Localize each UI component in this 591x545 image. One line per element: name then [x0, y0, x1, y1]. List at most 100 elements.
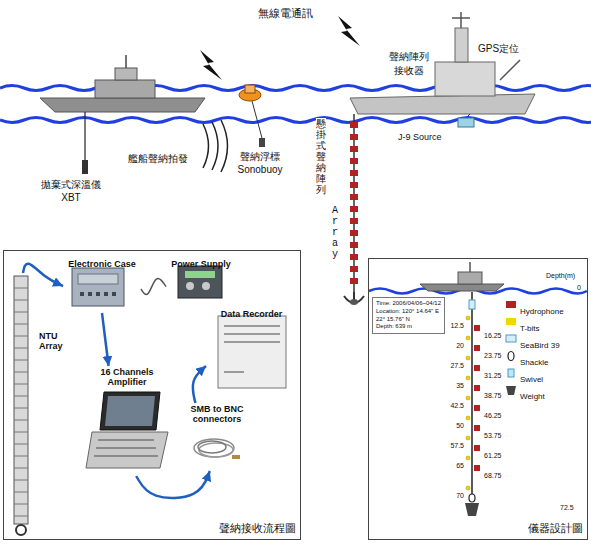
- panel-caption: 儀器設計圖: [528, 521, 583, 536]
- depth-label: 65: [456, 462, 464, 469]
- equipment-unit: Electronic Case: [63, 253, 141, 313]
- legend-row: Weight: [506, 385, 545, 403]
- axis-title: Depth(m): [546, 272, 575, 279]
- legend-row: Hydrophone: [506, 300, 564, 318]
- label-holder: 31.25: [484, 364, 502, 382]
- label-holder: 拋棄式深溫儀 XBT: [38, 178, 104, 205]
- ship-superstructure: [458, 272, 482, 284]
- label-holder: 61.25: [484, 444, 502, 462]
- sonobuoy-hydrophone: [259, 138, 265, 147]
- info-text: Location: 120° 14.64" E: [376, 308, 441, 316]
- depth-label: 16.25: [484, 332, 502, 339]
- ship-mast: [452, 12, 520, 80]
- legend-weight-symbol: [506, 386, 516, 395]
- text-holder: SMB to BNC connectors: [181, 404, 253, 426]
- text-holder: 22° 15.76" N: [376, 316, 441, 324]
- radio-bolt: [338, 16, 360, 46]
- ntu-array-ticks: [14, 288, 28, 516]
- sea-wave: [0, 118, 591, 123]
- ship-hull: [420, 284, 504, 291]
- legend-text: T-bits: [520, 324, 540, 333]
- label-holder: 無線電通訊: [258, 3, 313, 21]
- legend-swivel-symbol: [508, 369, 514, 377]
- laptop-keyboard: [86, 432, 168, 468]
- ship-hull: [40, 98, 205, 112]
- j9-source: [458, 118, 474, 127]
- ntu-array-bar: [14, 276, 28, 524]
- label-holder: 聲納陣列 接收器: [386, 50, 432, 78]
- array-unit: NTU Array: [9, 273, 79, 538]
- amplifier-boards: [94, 440, 158, 456]
- laptop-screen-glass: [105, 396, 155, 426]
- sonobuoy-line: [252, 101, 262, 138]
- label-holder: 聲納浮標 Sonobuoy: [232, 150, 288, 177]
- label-holder: GPS定位: [478, 38, 519, 56]
- text-holder: 16 Channels Amplifier: [81, 367, 173, 389]
- info-text: 22° 15.76" N: [376, 316, 441, 324]
- smb-cable: [199, 443, 233, 457]
- vertical-label: Array: [332, 205, 342, 260]
- flow-arrow: [136, 471, 210, 498]
- label-holder: Array: [332, 205, 342, 261]
- legend-text: Hydrophone: [520, 307, 564, 316]
- depth-label: 0: [577, 284, 581, 291]
- legend-text: SeaBird 39: [520, 341, 560, 350]
- depth-label: 31.25: [484, 372, 502, 379]
- depth-label: 35: [456, 382, 464, 389]
- depth-label: 23.75: [484, 352, 502, 359]
- laptop-screen: [100, 392, 160, 430]
- depth-label: 70: [456, 492, 464, 499]
- label-holder: 46.25: [484, 404, 502, 422]
- smb-cable: [198, 441, 226, 453]
- label-holder: 42.5: [450, 394, 464, 412]
- flow-arrow: [23, 264, 63, 286]
- ship-hull: [350, 94, 535, 114]
- recorder-slots: [224, 326, 280, 372]
- power-knob: [186, 282, 194, 290]
- equipment-label: 16 Channels Amplifier: [81, 367, 173, 387]
- panel-frame: 聲納接收流程圖 NTU Array Electronic Case Power Sup…: [3, 250, 301, 540]
- depth-label: 12.5: [450, 322, 464, 329]
- legend-row: Swivel: [506, 368, 543, 386]
- sonobuoy-top: [245, 85, 255, 93]
- label-holder: 70: [456, 484, 464, 502]
- depth-label: 42.5: [450, 402, 464, 409]
- equipment-unit: Data Recorder: [206, 303, 297, 393]
- equipment-label: Power Supply: [171, 259, 231, 269]
- array-cable: [353, 114, 355, 292]
- legend-swatch: [506, 301, 516, 308]
- legend-row: SeaBird 39: [506, 334, 560, 352]
- vertical-label: 懸掛式聲納陣列: [316, 118, 326, 195]
- legend-text: Shackle: [520, 358, 548, 367]
- equipment-label: SMB to BNC connectors: [181, 404, 253, 424]
- depth-label: 68.75: [484, 472, 502, 479]
- text-holder: Depth: 639 m: [376, 323, 441, 331]
- label-holder: 68.75: [484, 464, 502, 482]
- equipment-label: NTU Array: [39, 331, 79, 351]
- text-holder: Data Recorder: [206, 303, 297, 321]
- equipment-label: Electronic Case: [68, 259, 136, 269]
- legend-text: Weight: [520, 392, 545, 401]
- info-box: Time: 2006/04/06~04/12Location: 120° 14.…: [372, 297, 445, 334]
- depth-label: 38.75: [484, 392, 502, 399]
- array-hydrophones: [350, 122, 358, 284]
- power-display: [185, 271, 215, 278]
- label-holder: 35: [456, 374, 464, 392]
- weight: [465, 503, 479, 516]
- text-holder: Time: 2006/04/06~04/12: [376, 300, 441, 308]
- sound-wave: [203, 120, 228, 172]
- legend-shackle-symbol: [508, 352, 514, 361]
- sea-wave: [0, 86, 591, 91]
- smb-plug: [232, 455, 240, 459]
- label-holder: 艦船聲納拍發: [128, 148, 188, 166]
- data-recorder: [218, 316, 286, 388]
- power-knob: [202, 282, 210, 290]
- t-bit-marks: [466, 316, 470, 490]
- text-holder: Location: 120° 14.64" E: [376, 308, 441, 316]
- ship-mast: [469, 262, 471, 272]
- panel-caption: 聲納接收流程圖: [219, 521, 296, 536]
